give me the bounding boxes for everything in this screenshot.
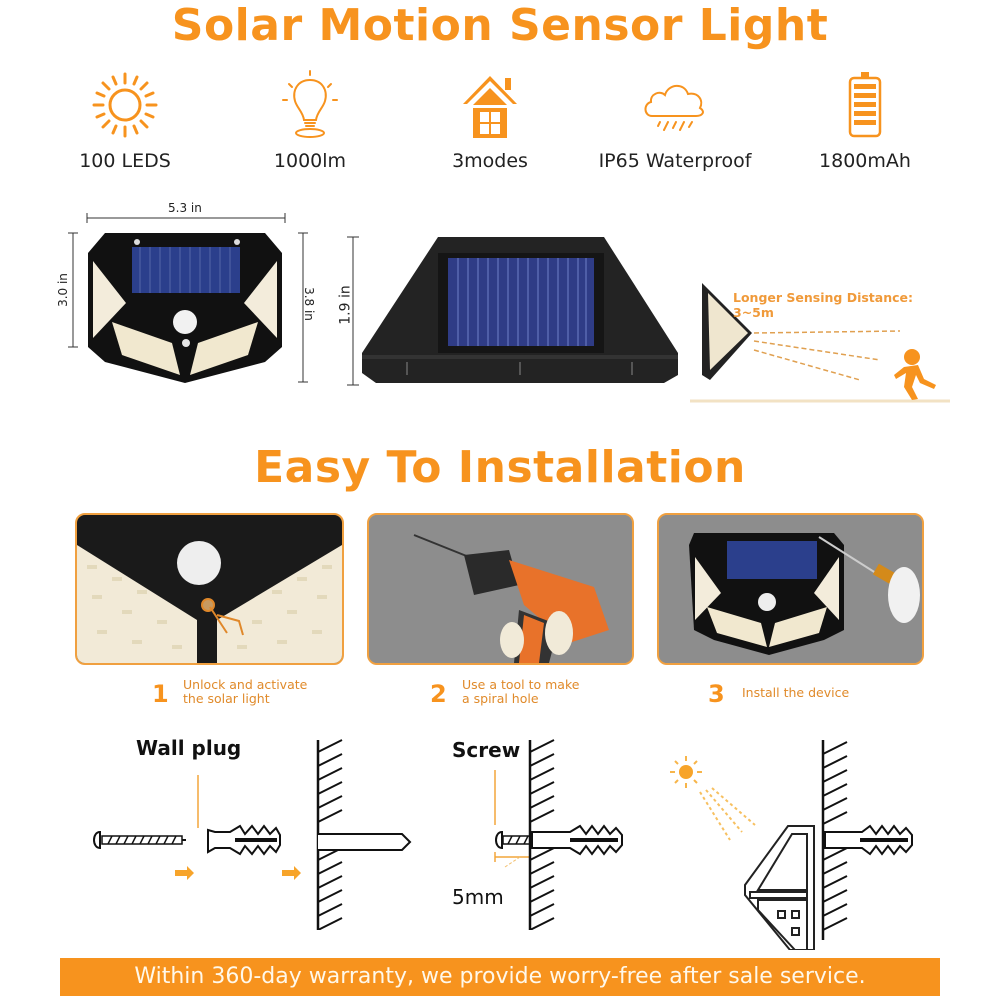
feature-label: IP65 Waterproof	[598, 150, 752, 172]
step-1-text: Unlock and activate the solar light	[183, 678, 307, 706]
light-bulb-icon	[282, 70, 338, 138]
step-2-text-line1: Use a tool to make	[462, 677, 580, 692]
front-view-product-image	[68, 213, 308, 383]
wall-plug-label: Wall plug	[136, 736, 242, 760]
sensing-distance-illustration: Longer Sensing Distance: 3~5m	[690, 275, 950, 405]
depth-view-product-image	[347, 236, 678, 386]
step-3-text: Install the device	[742, 685, 850, 700]
wall-plug-diagram: Wall plug	[80, 730, 440, 930]
installation-title: Easy To Installation	[254, 442, 746, 493]
gap-5mm-label: 5mm	[452, 885, 504, 909]
battery-icon	[848, 72, 882, 138]
step-2-text-line2: a spiral hole	[462, 691, 539, 706]
feature-label: 100 LEDS	[79, 150, 171, 172]
front-view-dimensions: 5.3 in 3.0 in 3.8 in	[56, 195, 360, 395]
depth-view-dimensions: 1.9 in	[330, 225, 690, 395]
drill-image	[369, 515, 632, 663]
width-dimension-label: 5.3 in	[168, 201, 202, 215]
house-icon	[463, 76, 517, 138]
screw-diagram-image	[494, 739, 623, 930]
feature-label: 1000lm	[273, 150, 347, 172]
wall-plug-diagram-image	[93, 739, 412, 930]
height-left-dimension-label: 3.0 in	[55, 273, 70, 307]
feature-label: 3modes	[452, 150, 528, 172]
step-2-image	[367, 513, 634, 665]
running-person-icon	[894, 349, 936, 400]
feature-battery: 1800mAh	[780, 70, 950, 172]
page-title: Solar Motion Sensor Light	[171, 0, 829, 51]
step-2-text: Use a tool to make a spiral hole	[462, 678, 579, 706]
sensing-distance-label: Longer Sensing Distance: 3~5m	[733, 290, 913, 320]
rain-cloud-icon	[644, 84, 704, 131]
step-1-text-line1: Unlock and activate	[183, 677, 308, 692]
step-1-text-line2: the solar light	[183, 691, 270, 706]
sun-rays-icon	[670, 756, 756, 841]
step-1-image	[75, 513, 344, 665]
warranty-banner: Within 360-day warranty, we provide worr…	[60, 958, 940, 996]
height-right-dimension-label: 3.8 in	[301, 287, 316, 321]
mounting-device-image	[659, 515, 922, 663]
feature-waterproof: IP65 Waterproof	[590, 70, 760, 172]
mounted-diagram	[650, 730, 950, 950]
sensing-diagram-image	[690, 283, 950, 403]
step-2-number: 2	[430, 680, 447, 708]
depth-dimension-label: 1.9 in	[337, 285, 354, 325]
feature-lumens: 1000lm	[225, 70, 395, 172]
screw-diagram: Screw 5mm	[440, 730, 650, 930]
feature-modes: 3modes	[405, 70, 575, 172]
sun-icon	[92, 72, 158, 138]
step-3-image	[657, 513, 924, 665]
step-1-number: 1	[152, 680, 169, 708]
step-3-number: 3	[708, 680, 725, 708]
feature-label: 1800mAh	[819, 150, 911, 172]
led-panel-closeup-image	[77, 541, 342, 663]
screw-label: Screw	[452, 738, 521, 762]
feature-leds: 100 LEDS	[40, 70, 210, 172]
mounted-device-diagram-image	[670, 740, 913, 950]
